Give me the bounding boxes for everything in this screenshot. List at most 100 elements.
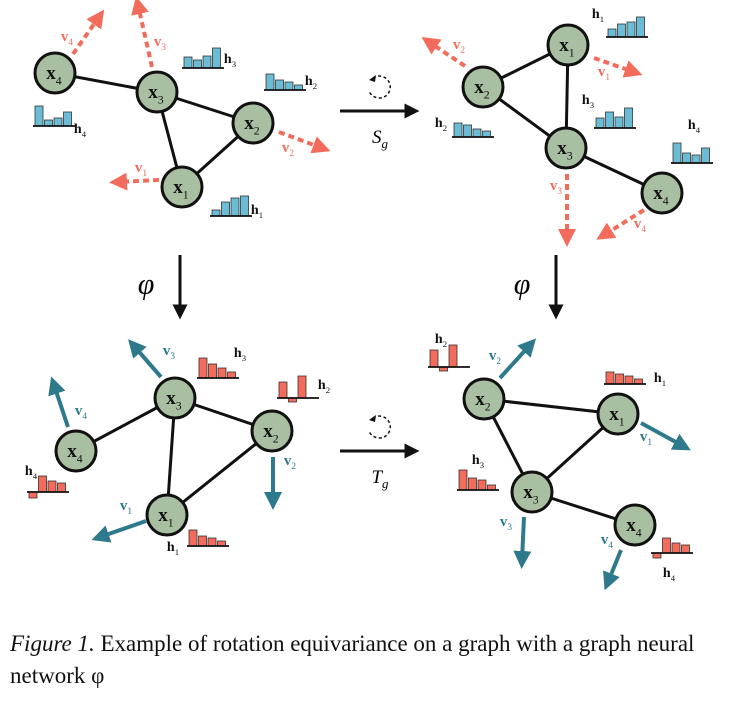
- feature-histogram-h4: [33, 105, 75, 127]
- feature-histogram-h3: [197, 357, 239, 379]
- graph-edge: [166, 429, 273, 517]
- node-x4: [640, 171, 684, 215]
- feature-bar: [701, 147, 710, 164]
- node-label-x4: x4: [67, 441, 83, 465]
- feature-bar: [662, 537, 671, 554]
- feature-label-h4: h4: [25, 464, 38, 481]
- feature-bar: [636, 16, 645, 38]
- feature-bar: [458, 469, 468, 491]
- feature-histogram-h2: [264, 73, 306, 91]
- feature-bar: [278, 381, 288, 399]
- feature-label-h2: h2: [305, 74, 317, 91]
- feature-histogram-h2: [277, 375, 319, 403]
- graph-edge: [483, 397, 619, 416]
- rotate-ccw-icon: [368, 415, 391, 439]
- feature-bar: [614, 116, 624, 129]
- node-label-x3: x3: [523, 482, 539, 506]
- feature-bar: [605, 371, 615, 385]
- feature-label-h2: h2: [318, 378, 330, 395]
- feature-bar: [34, 105, 44, 127]
- feature-label-h2: h2: [435, 332, 447, 349]
- feature-bar: [682, 152, 691, 164]
- feature-bar: [188, 529, 198, 547]
- velocity-arrow-v4: [71, 9, 105, 56]
- node-x2: [461, 65, 505, 109]
- node-x1: [596, 392, 640, 436]
- feature-bar: [672, 142, 682, 164]
- transform-label: Sg: [372, 127, 389, 151]
- feature-bar: [193, 59, 202, 69]
- feature-bar: [47, 480, 57, 493]
- velocity-arrow-v1: [640, 421, 691, 451]
- velocity-arrow-v3: [513, 516, 532, 569]
- velocity-arrow-v3: [131, 0, 154, 68]
- feature-bar: [595, 117, 605, 129]
- velocity-label-v2: v2: [284, 453, 297, 472]
- velocity-arrow-v3: [128, 339, 163, 379]
- feature-bar: [297, 375, 307, 399]
- feature-bar: [230, 197, 240, 217]
- feature-bar: [38, 475, 47, 493]
- node-label-x4: x4: [626, 515, 642, 539]
- velocity-arrow-v4: [596, 208, 646, 240]
- feature-bar: [626, 21, 636, 38]
- velocity-label-v1: v1: [640, 429, 653, 448]
- feature-bar: [624, 375, 634, 385]
- node-x2: [231, 101, 275, 145]
- feature-bar: [207, 537, 217, 547]
- phi-arrow-right: φ: [514, 255, 564, 320]
- rotate-arrowhead: [369, 75, 376, 82]
- feature-bar: [265, 73, 275, 91]
- velocity-label-v3: v3: [550, 178, 563, 197]
- feature-histogram-h4: [27, 475, 69, 499]
- node-label-x1: x1: [173, 177, 189, 201]
- feature-bar: [183, 56, 193, 69]
- node-x3: [153, 376, 197, 420]
- feature-bar: [208, 363, 217, 379]
- node-label-x4: x4: [653, 183, 669, 207]
- node-label-x3: x3: [166, 388, 182, 412]
- velocity-label-v4: v4: [61, 29, 74, 48]
- node-x1: [546, 23, 590, 67]
- feature-label-h3: h3: [234, 346, 246, 363]
- velocity-label-v4: v4: [601, 532, 614, 551]
- node-x4: [54, 429, 98, 473]
- velocity-arrow-v1: [109, 172, 160, 191]
- node-label-x2: x2: [244, 113, 260, 137]
- figure-caption: Figure 1. Example of rotation equivarian…: [10, 628, 722, 692]
- node-x1: [160, 165, 204, 209]
- node-x3: [135, 70, 179, 114]
- velocity-label-v4: v4: [75, 403, 88, 422]
- node-label-x2: x2: [263, 421, 279, 445]
- feature-bar: [53, 117, 63, 127]
- node-x3: [544, 126, 588, 170]
- velocity-arrow-v2: [421, 37, 467, 68]
- feature-bar: [217, 367, 227, 379]
- node-label-x3: x3: [557, 138, 573, 162]
- feature-bar: [63, 111, 72, 127]
- transform-label: Tg: [371, 467, 389, 491]
- node-x3: [510, 470, 554, 514]
- feature-label-h4: h4: [688, 118, 701, 135]
- feature-bar: [617, 23, 626, 38]
- feature-histogram-h1: [210, 195, 252, 217]
- node-label-x3: x3: [148, 82, 164, 106]
- velocity-label-v2: v2: [282, 140, 295, 159]
- feature-histogram-h1: [604, 371, 646, 385]
- feature-histogram-h1: [187, 529, 229, 547]
- output-transform-arrow: Tg: [340, 415, 420, 491]
- velocity-arrow-v2: [498, 338, 537, 380]
- feature-bar: [448, 344, 458, 368]
- feature-bar: [202, 55, 212, 69]
- velocity-label-v1: v1: [135, 160, 148, 179]
- feature-bar: [624, 107, 633, 129]
- rotate-ccw-icon: [368, 75, 391, 99]
- phi-label: φ: [138, 268, 155, 301]
- node-x2: [250, 409, 294, 453]
- feature-bar: [615, 373, 624, 385]
- node-x2: [462, 377, 506, 421]
- feature-label-h1: h1: [167, 540, 179, 557]
